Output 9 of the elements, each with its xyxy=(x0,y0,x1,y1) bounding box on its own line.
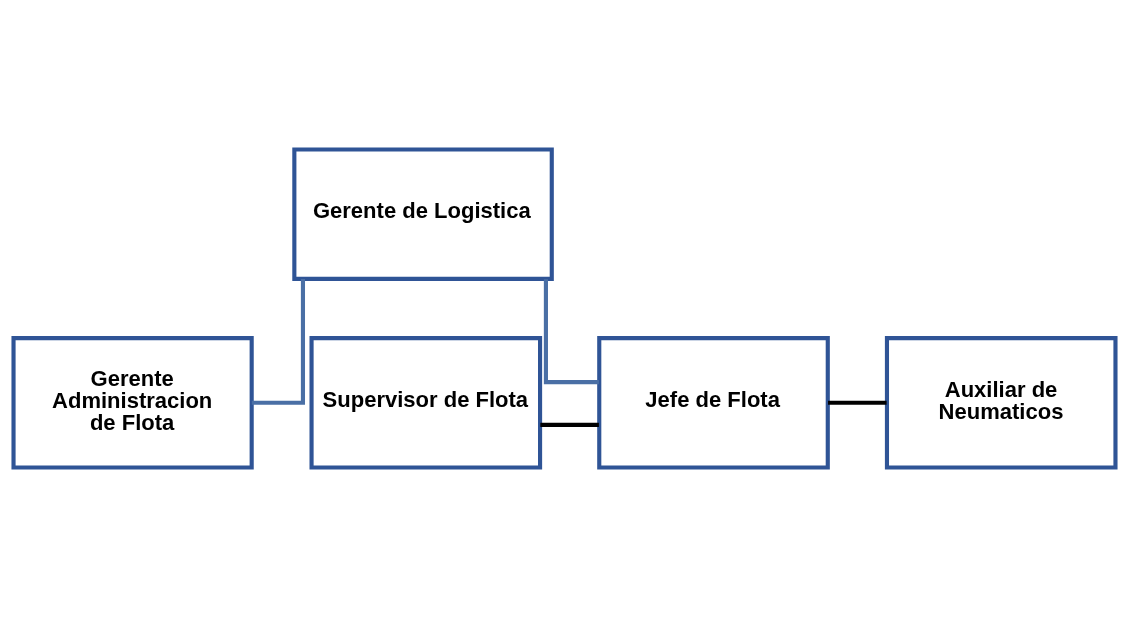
node-box: Supervisor de Flota xyxy=(309,336,543,470)
node-box: Gerente Administracion de Flota xyxy=(11,336,254,470)
connector xyxy=(251,279,305,405)
node-box: Auxiliar de Neumaticos xyxy=(884,336,1118,470)
connector xyxy=(828,400,887,405)
node-box: Jefe de Flota xyxy=(597,336,830,470)
connector xyxy=(540,422,599,427)
connector xyxy=(543,279,599,385)
node-box: Gerente de Logistica xyxy=(292,147,554,281)
